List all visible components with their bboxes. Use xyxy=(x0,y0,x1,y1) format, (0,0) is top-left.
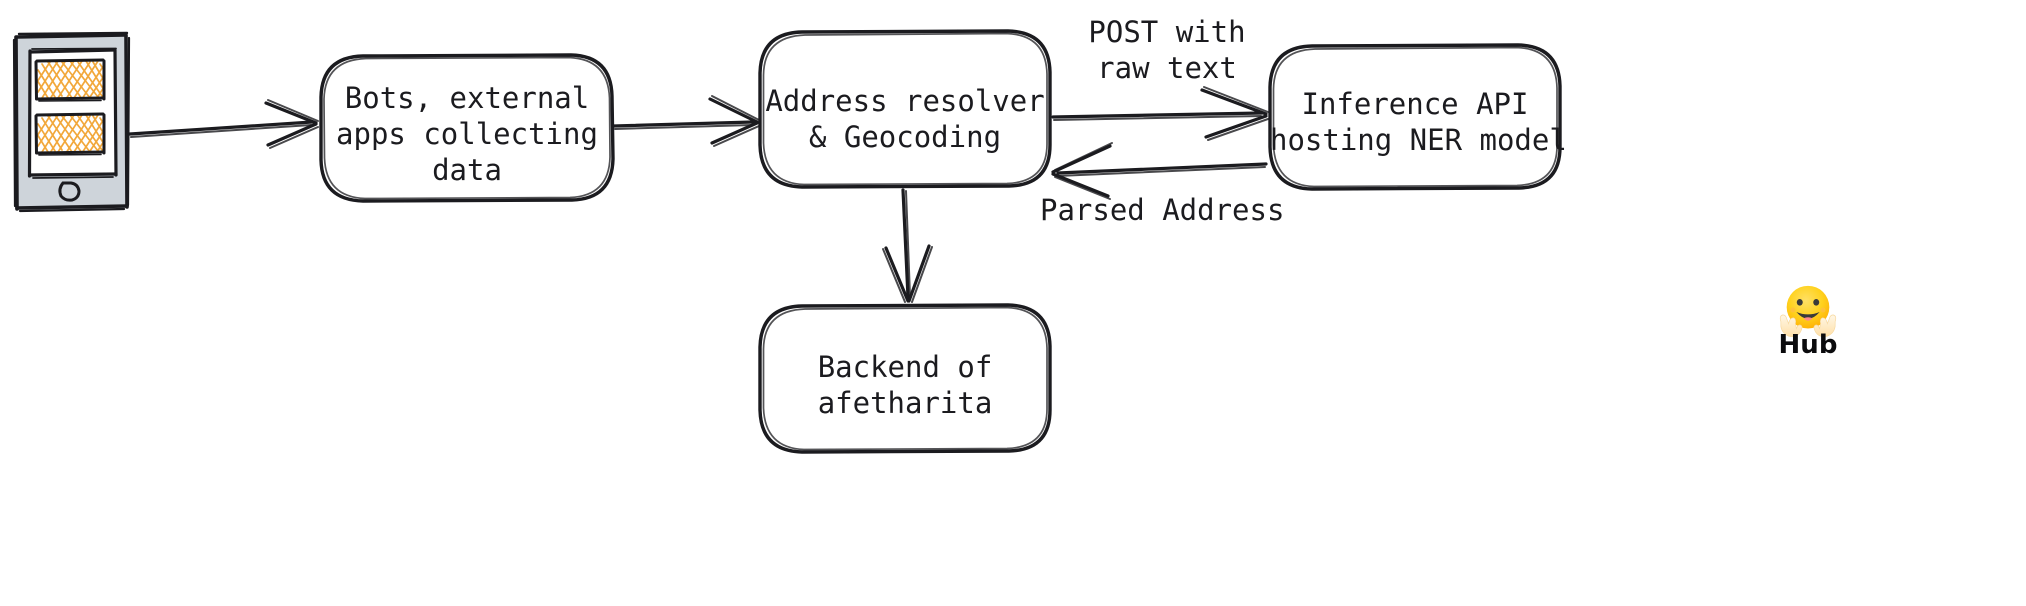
huggingface-hub-logo: Hub xyxy=(1748,280,1868,358)
edge-resolver-to-backend xyxy=(882,188,933,303)
device-content-card-2 xyxy=(34,112,106,156)
node-backend-afetharita-shape[interactable] xyxy=(758,303,1052,454)
edge-label-parsed-address: Parsed Address xyxy=(1040,193,1285,227)
edge-inference-to-resolver xyxy=(1051,142,1268,200)
node-bots-external-apps-shape[interactable] xyxy=(319,53,615,203)
edge-label-post-with-raw-text: POST with raw text xyxy=(1088,15,1246,85)
edge-bots-to-resolver xyxy=(612,95,760,147)
mobile-phone-icon xyxy=(12,31,131,213)
hub-logo-caption: Hub xyxy=(1778,330,1838,360)
hugging-face-emoji-icon xyxy=(1777,280,1839,342)
edge-resolver-to-inference xyxy=(1051,86,1269,141)
device-home-button-icon xyxy=(58,181,81,202)
edge-device-to-bots xyxy=(128,99,319,149)
device-content-card-1 xyxy=(34,58,106,102)
node-inference-api-shape[interactable] xyxy=(1268,43,1562,191)
node-address-resolver-shape[interactable] xyxy=(758,29,1052,189)
